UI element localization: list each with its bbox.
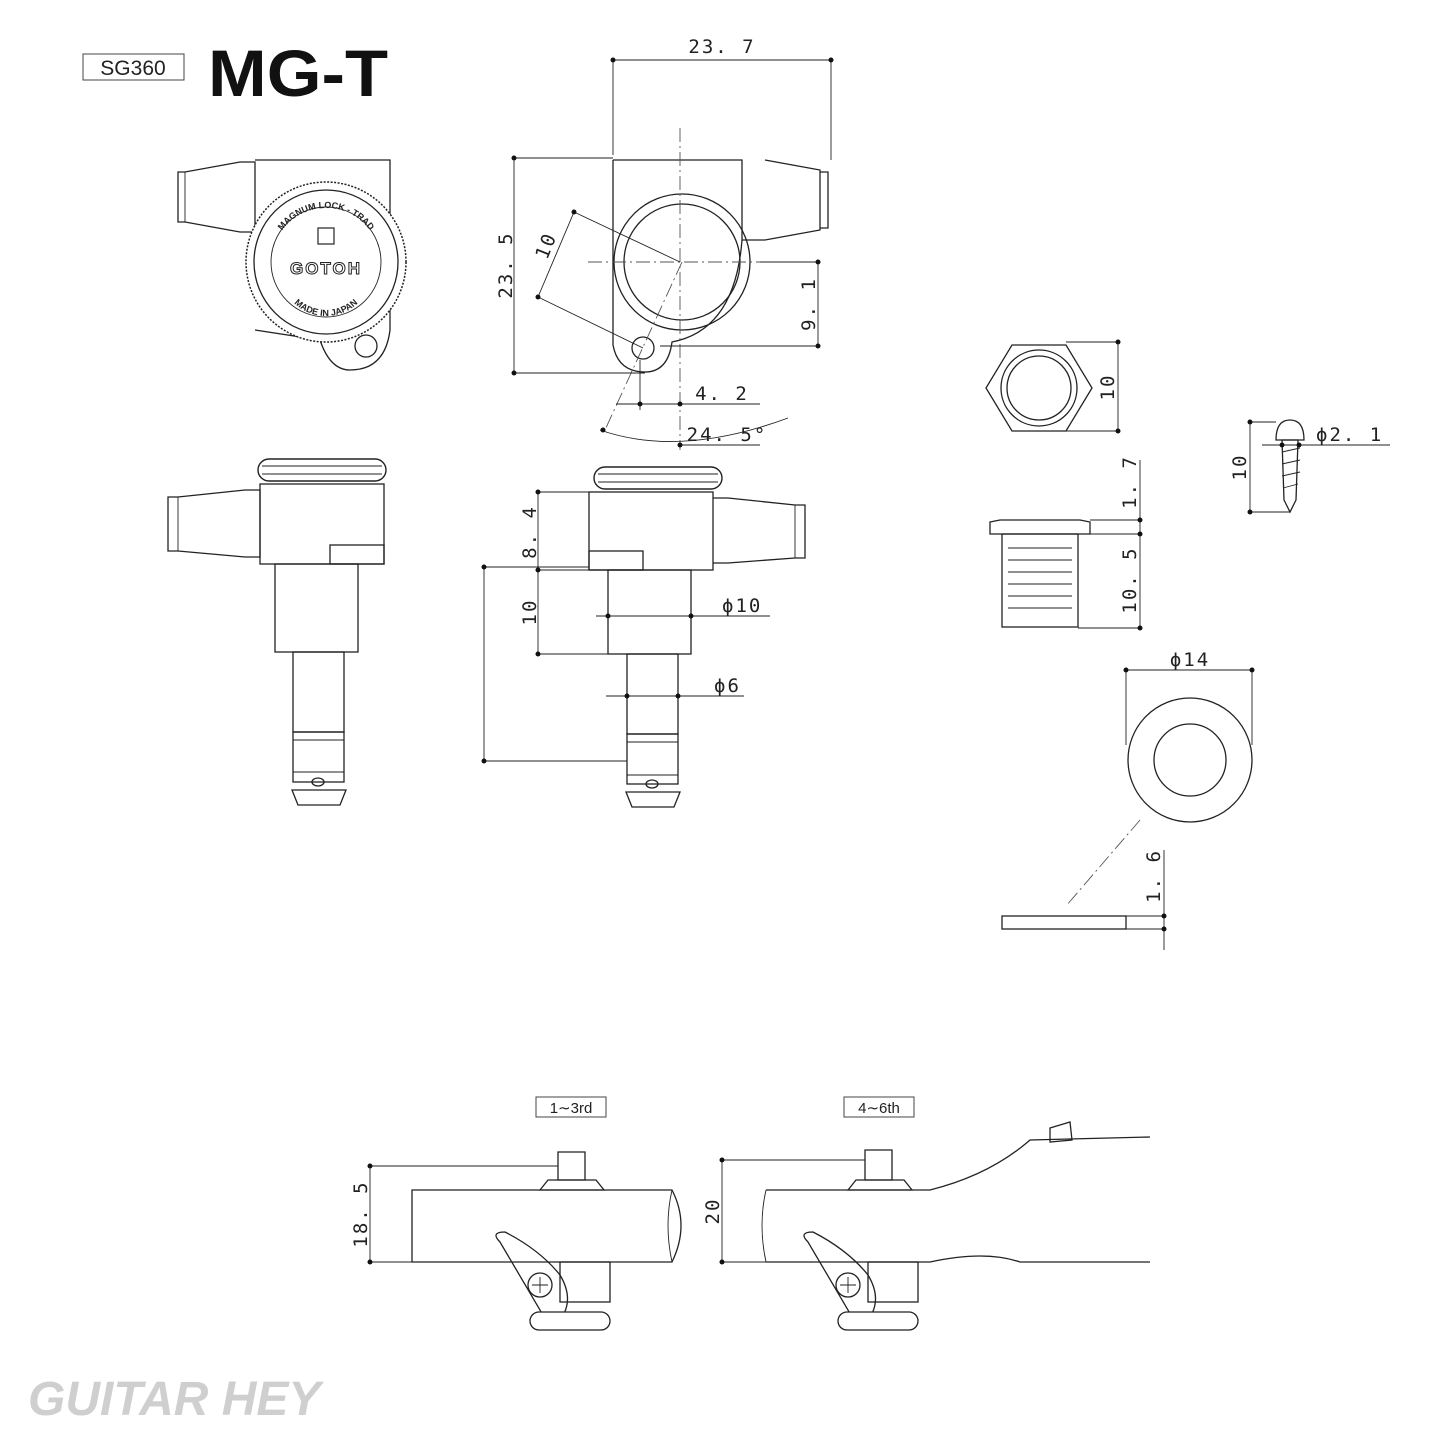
product-title: MG-T: [208, 36, 388, 110]
headstock-group-1-3: 1∼3rd 18. 5: [350, 1096, 682, 1331]
back-view-dimensioned: 23. 7 23. 5 10 9. 1 4. 2 24. 5°: [495, 36, 834, 450]
hex-nut: 10: [985, 339, 1121, 434]
dim-post-offset: 9. 1: [798, 277, 820, 331]
dim-washer-thickness: 1. 6: [1143, 849, 1165, 903]
washer: ϕ14 1. 6: [1001, 649, 1255, 950]
model-code-box: [82, 53, 185, 81]
dim-screw-offset: 4. 2: [695, 383, 749, 405]
dim-washer-dia: ϕ14: [1170, 649, 1210, 671]
dim-headstock-4-6: 20: [702, 1198, 724, 1225]
dim-headstock-1-3: 18. 5: [350, 1180, 372, 1247]
front-view-dial: MAGNUM LOCK - TRAD MADE IN JAPAN GOTOH: [177, 159, 407, 371]
dim-bushing-flange: 1. 7: [1119, 455, 1141, 509]
side-view-left: [167, 458, 387, 806]
dim-nut-height: 10: [1097, 374, 1119, 401]
dim-top-height: 23. 5: [495, 231, 517, 298]
dim-angle: 24. 5°: [687, 424, 768, 446]
bushing: 1. 7 10. 5: [989, 455, 1143, 631]
knurled-knob: [257, 458, 387, 482]
dial-brand: GOTOH: [290, 259, 362, 278]
dim-bushing-length: 10. 5: [1119, 546, 1141, 613]
model-code: SG360: [100, 57, 165, 80]
dim-shaft-dia: ϕ10: [722, 595, 762, 617]
dim-post-dia: ϕ6: [714, 675, 741, 697]
group-label-4-6: 4∼6th: [858, 1100, 900, 1117]
headstock-group-4-6: 4∼6th 20: [702, 1096, 1151, 1331]
dim-head-height: 8. 4: [519, 505, 541, 559]
gotoh-logo-icon: [317, 227, 335, 245]
watermark: GUITAR HEY: [28, 1373, 324, 1426]
dim-top-width: 23. 7: [688, 36, 755, 58]
dim-shaft-length: 10: [519, 599, 541, 626]
mount-screw: 10 ϕ2. 1: [1229, 419, 1390, 515]
dim-screw-dia: ϕ2. 1: [1316, 424, 1383, 446]
side-view-dimensioned: 8. 4 10 ϕ10 ϕ6: [481, 466, 806, 808]
group-label-1-3: 1∼3rd: [550, 1100, 593, 1117]
dim-screw-length: 10: [1229, 454, 1251, 481]
header: SG360 MG-T: [82, 36, 388, 110]
dim-hole-offset: 10: [531, 229, 561, 262]
